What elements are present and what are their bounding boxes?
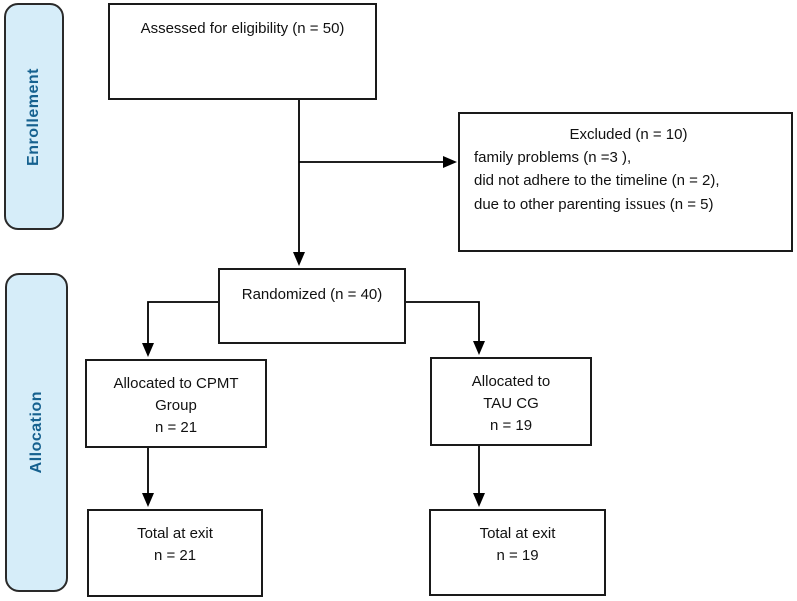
excluded-reason-1: family problems (n =3 ), [474, 149, 632, 166]
allocated-cpmt-line-1: Allocated to CPMT [113, 375, 239, 392]
allocated-tau-box: Allocated to TAU CG n = 19 [430, 357, 592, 446]
excluded-title: Excluded (n = 10) [569, 126, 688, 143]
allocated-tau-line-1: Allocated to [471, 373, 551, 390]
enrollement-label-text: Enrollement [25, 67, 42, 166]
stage-label-enrollement: Enrollement [4, 3, 64, 230]
assessed-text: Assessed for eligibility (n = 50) [140, 20, 345, 37]
arrow-randomized-to-alloc-left [142, 301, 218, 357]
allocated-tau-line-3: n = 19 [489, 417, 533, 434]
excluded-box: Excluded (n = 10) family problems (n =3 … [458, 112, 793, 252]
total-exit-cpmt-box: Total at exit n = 21 [87, 509, 263, 597]
total-exit-cpmt-line-1: Total at exit [137, 525, 213, 542]
randomized-text: Randomized (n = 40) [241, 286, 383, 303]
allocated-cpmt-line-3: n = 21 [154, 419, 198, 436]
excluded-reason-3-serif-word: issues [624, 194, 666, 213]
allocation-label-text: Allocation [27, 391, 45, 474]
allocated-cpmt-line-2: Group [155, 397, 197, 414]
stage-label-allocation: Allocation [5, 273, 68, 592]
total-exit-tau-line-1: Total at exit [479, 525, 556, 542]
total-exit-tau-line-2: n = 19 [496, 547, 539, 564]
allocated-cpmt-box: Allocated to CPMT Group n = 21 [85, 359, 267, 448]
total-exit-tau-box: Total at exit n = 19 [429, 509, 606, 596]
allocated-tau-line-2: TAU CG [483, 395, 539, 412]
excluded-reason-2: did not adhere to the timeline (n = 2), [474, 172, 720, 189]
total-exit-cpmt-line-2: n = 21 [153, 547, 197, 564]
arrow-randomized-to-alloc-right [405, 301, 485, 355]
assessed-box: Assessed for eligibility (n = 50) [108, 3, 377, 100]
excluded-reason-3: due to other parenting issues (n = 5) [474, 194, 714, 213]
randomized-box: Randomized (n = 40) [218, 268, 406, 344]
